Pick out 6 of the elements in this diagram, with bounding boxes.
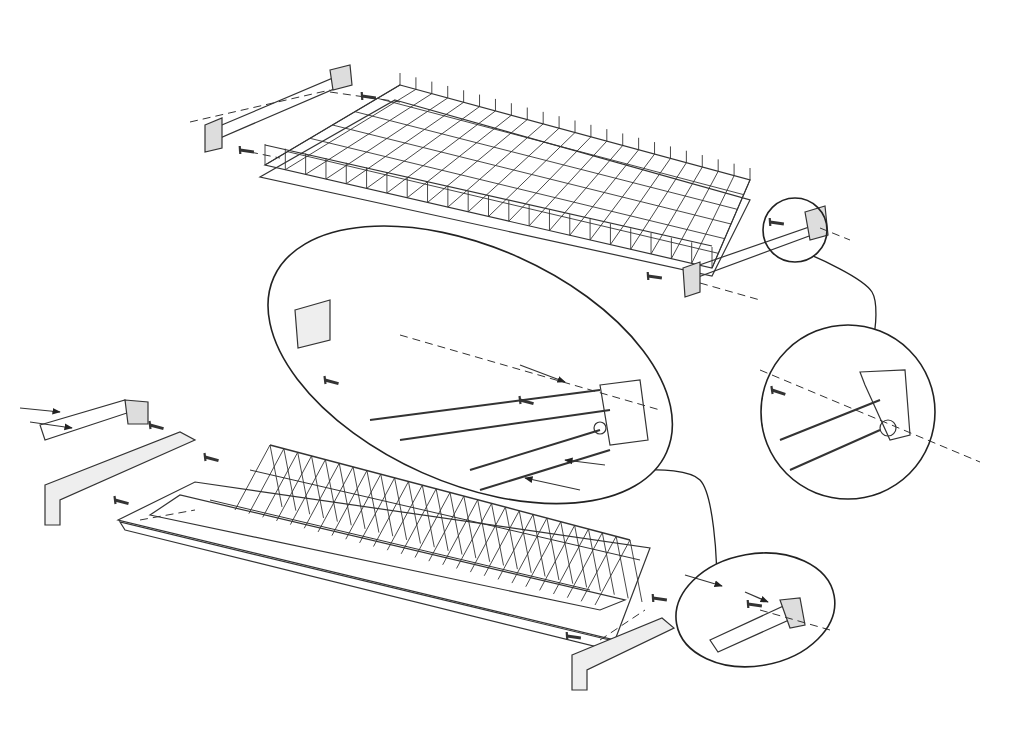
detail-circle bbox=[674, 552, 836, 668]
detail-circle bbox=[762, 197, 828, 263]
leader-line bbox=[812, 255, 877, 330]
detail-circle bbox=[266, 225, 674, 505]
leader-line bbox=[654, 469, 718, 565]
detail-circle bbox=[760, 324, 936, 500]
